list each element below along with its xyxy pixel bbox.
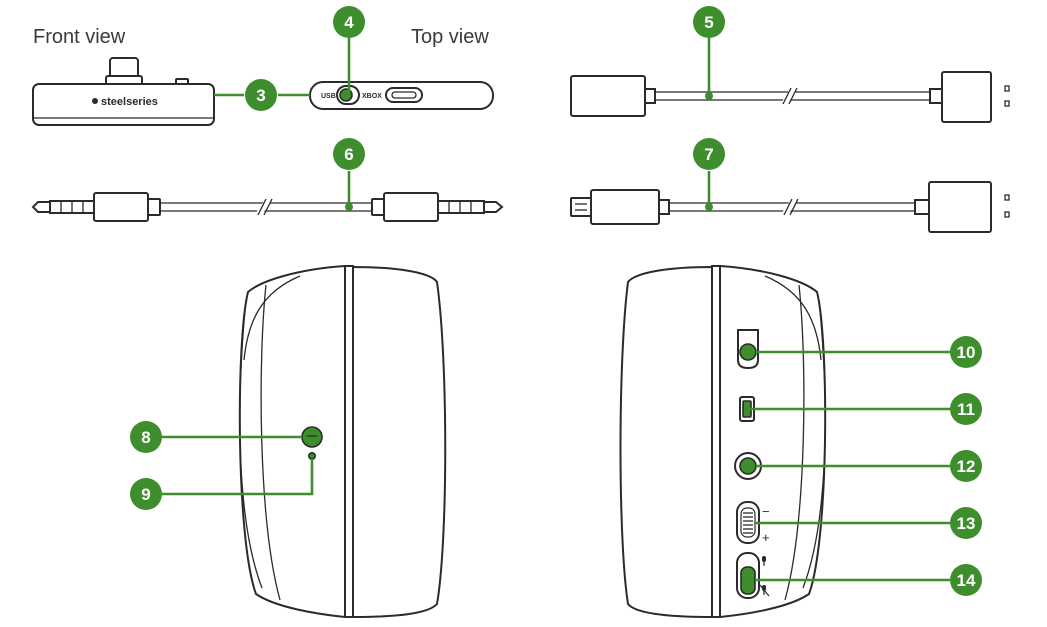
callout-13: 13 <box>950 507 982 539</box>
microphone-icon <box>762 556 766 566</box>
top-view-label: Top view <box>411 26 489 48</box>
left-earcup <box>238 264 447 619</box>
front-view-label: Front view <box>33 26 126 48</box>
callout-5: 5 <box>693 6 725 38</box>
callout-8: 8 <box>130 421 162 453</box>
svg-text:4: 4 <box>344 13 354 32</box>
usb-mode-label: USB <box>321 93 336 100</box>
svg-text:14: 14 <box>957 571 976 590</box>
svg-text:5: 5 <box>704 13 713 32</box>
svg-text:10: 10 <box>957 343 976 362</box>
svg-text:11: 11 <box>957 400 975 419</box>
svg-text:12: 12 <box>957 457 976 476</box>
dongle-front-view: steelseries <box>32 57 215 126</box>
micro-usb-charging-cable <box>570 181 1010 233</box>
callout-6: 6 <box>333 138 365 170</box>
leader-lines <box>162 38 950 582</box>
svg-text:13: 13 <box>957 514 976 533</box>
svg-text:7: 7 <box>704 145 713 164</box>
callout-9: 9 <box>130 478 162 510</box>
callout-4: 4 <box>333 6 365 38</box>
svg-text:6: 6 <box>344 145 353 164</box>
callout-11: 11 <box>950 393 982 425</box>
usb-extension-cable <box>570 71 1010 123</box>
callout-10: 10 <box>950 336 982 368</box>
xbox-mode-label: XBOX <box>362 93 382 100</box>
right-earcup: − + <box>619 264 827 619</box>
callout-3: 3 <box>245 79 277 111</box>
left-earcup-led <box>307 451 316 460</box>
left-earcup-button <box>301 426 323 448</box>
steelseries-logo-icon <box>92 98 98 104</box>
aux-audio-cable <box>31 192 504 222</box>
volume-minus-label: − <box>762 504 770 519</box>
audio-jack <box>739 457 757 475</box>
svg-text:8: 8 <box>141 428 150 447</box>
mic-port <box>739 343 757 361</box>
svg-text:3: 3 <box>256 86 265 105</box>
callout-12: 12 <box>950 450 982 482</box>
volume-plus-label: + <box>762 530 770 545</box>
svg-text:9: 9 <box>141 485 150 504</box>
dongle-brand-text: steelseries <box>101 96 158 108</box>
mic-mute-switch <box>740 566 756 595</box>
dongle-top-view: USB XBOX <box>309 81 494 110</box>
callout-7: 7 <box>693 138 725 170</box>
microphone-muted-icon <box>758 583 770 597</box>
callout-14: 14 <box>950 564 982 596</box>
micro-usb-port <box>742 400 752 418</box>
